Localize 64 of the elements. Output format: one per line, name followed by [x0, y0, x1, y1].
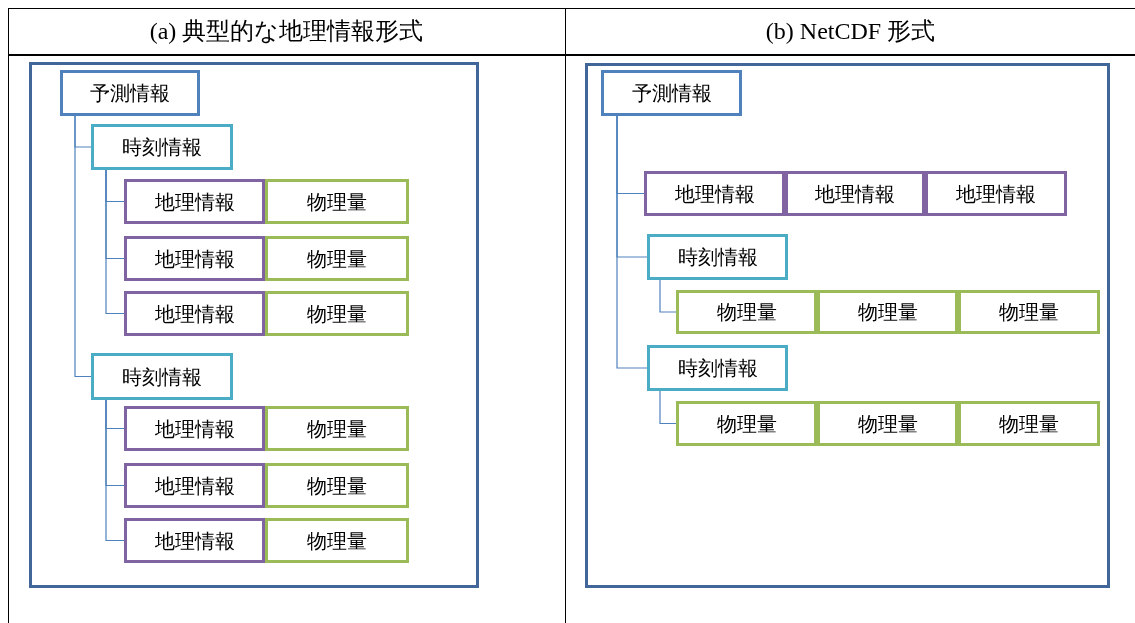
label-box	[785, 171, 925, 216]
box-text: 物理量	[857, 300, 918, 325]
label-box	[91, 353, 233, 400]
label-box	[647, 234, 788, 280]
label-box	[265, 236, 409, 281]
label-box	[265, 406, 409, 451]
box-text: 地理情報	[154, 189, 235, 215]
label-box	[124, 179, 265, 224]
label-box	[958, 401, 1100, 446]
label-box	[647, 345, 788, 391]
connector-line	[616, 115, 648, 369]
label-box	[265, 291, 409, 336]
label-box	[817, 290, 958, 334]
connector-line	[105, 399, 125, 542]
label-box	[644, 171, 785, 216]
box-text: 物理量	[999, 300, 1059, 325]
label-box	[124, 406, 265, 451]
label-box	[676, 401, 817, 446]
column-header: (a) 典型的な地理情報形式	[149, 17, 424, 46]
label-box	[817, 401, 958, 446]
box-text: 地理情報	[154, 246, 235, 272]
label-box	[124, 291, 265, 336]
connector-line	[659, 279, 677, 313]
label-box	[676, 290, 817, 334]
column-header: (b) NetCDF 形式	[765, 17, 936, 46]
label-box	[124, 463, 265, 508]
box-text: 物理量	[307, 528, 367, 554]
label-box	[91, 124, 233, 170]
connector-line	[74, 115, 92, 378]
box-text: 物理量	[307, 246, 367, 272]
frame-box	[585, 63, 1110, 588]
box-text: 時刻情報	[677, 356, 758, 381]
frame-box	[29, 62, 479, 588]
box-text: 地理情報	[154, 416, 235, 442]
box-text: 地理情報	[154, 473, 235, 499]
box-text: 地理情報	[815, 181, 895, 207]
label-box	[265, 179, 409, 224]
box-text: 物理量	[716, 300, 777, 325]
box-text: 時刻情報	[122, 135, 202, 160]
box-text: 地理情報	[154, 301, 235, 327]
box-text: 地理情報	[154, 528, 235, 554]
label-box	[265, 518, 409, 563]
box-text: 時刻情報	[677, 245, 758, 270]
box-text: 物理量	[857, 411, 918, 437]
box-text: 地理情報	[956, 181, 1036, 207]
label-box	[60, 70, 200, 116]
box-text: 予測情報	[90, 81, 170, 106]
label-box	[925, 171, 1067, 216]
box-text: 物理量	[307, 473, 367, 499]
box-text: 時刻情報	[122, 364, 202, 390]
box-text: 物理量	[307, 301, 367, 327]
label-box	[265, 463, 409, 508]
box-text: 予測情報	[631, 81, 712, 106]
label-box	[124, 236, 265, 281]
connector-line	[105, 169, 125, 315]
label-box	[958, 290, 1100, 334]
box-text: 物理量	[307, 416, 367, 442]
label-box	[601, 70, 742, 116]
label-box	[124, 518, 265, 563]
box-text: 物理量	[716, 411, 777, 437]
box-text: 物理量	[999, 411, 1059, 437]
connector-line	[659, 390, 677, 425]
box-text: 地理情報	[674, 181, 755, 207]
box-text: 物理量	[307, 189, 367, 215]
